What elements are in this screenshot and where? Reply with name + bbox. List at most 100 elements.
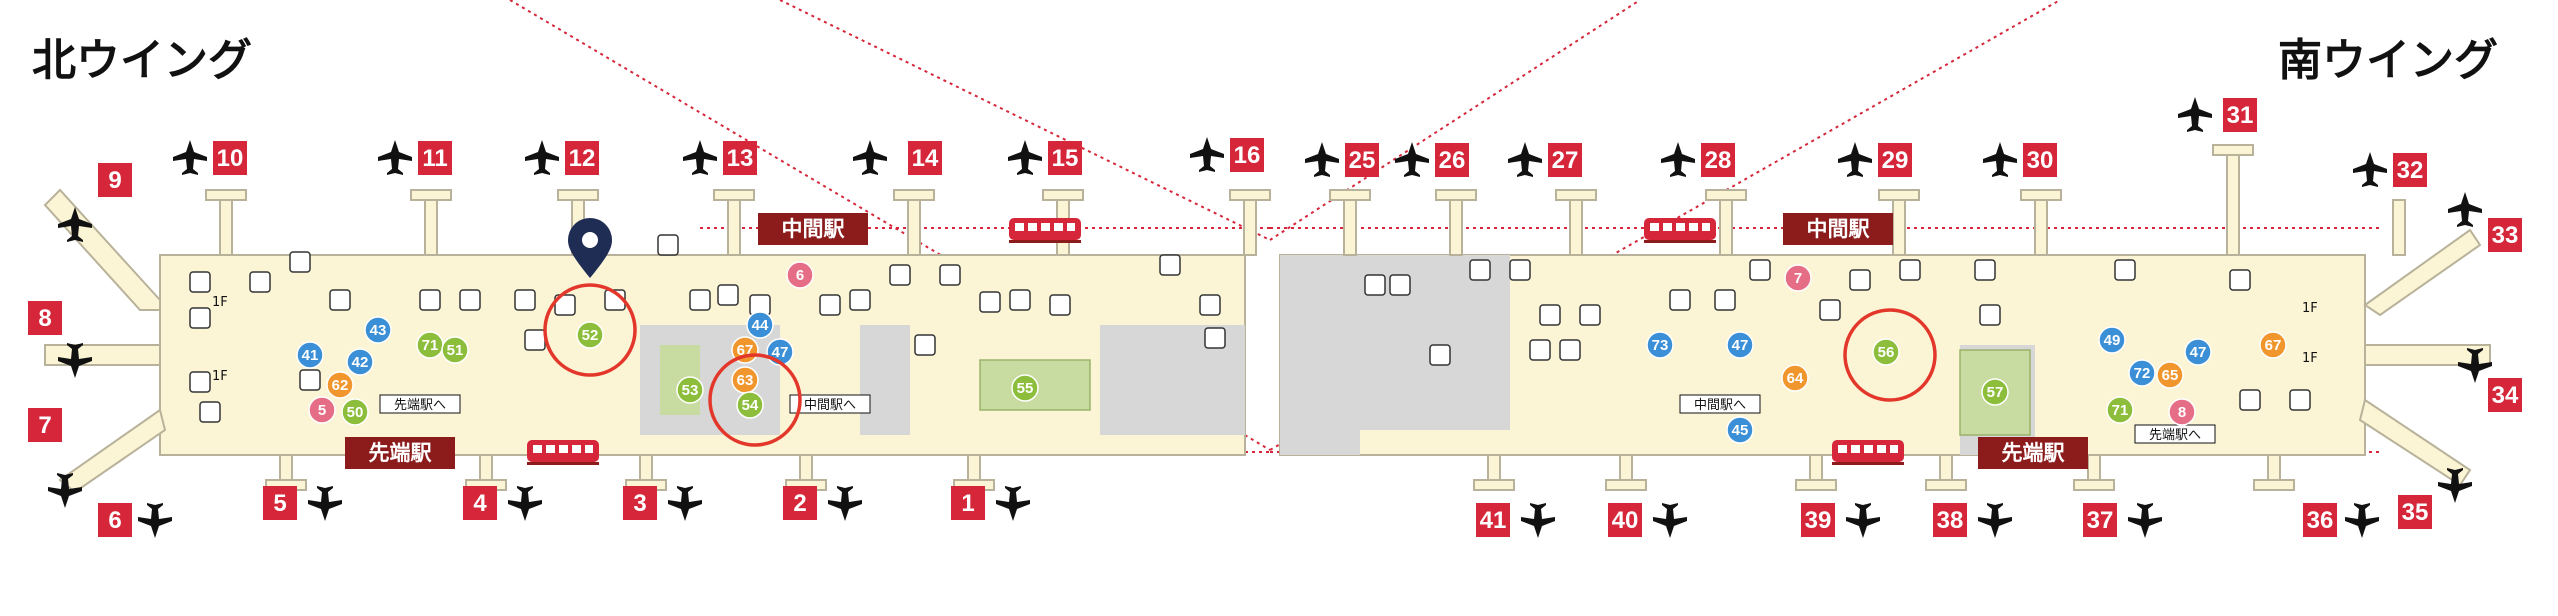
poi-52[interactable]: 52 <box>576 321 604 349</box>
poi-56[interactable]: 56 <box>1872 338 1900 366</box>
poi-62[interactable]: 62 <box>326 371 354 399</box>
gate-8-badge[interactable]: 8 <box>28 301 62 335</box>
poi-71[interactable]: 71 <box>2106 396 2134 424</box>
svg-text:25: 25 <box>1349 147 1376 174</box>
poi-71[interactable]: 71 <box>416 331 444 359</box>
station-middle-north[interactable]: 中間駅 <box>758 213 868 245</box>
poi-53[interactable]: 53 <box>676 376 704 404</box>
gate-29-badge[interactable]: 29 <box>1878 143 1912 177</box>
gate-7-badge[interactable]: 7 <box>28 408 62 442</box>
svg-text:先端駅: 先端駅 <box>2002 441 2066 465</box>
svg-text:71: 71 <box>422 337 439 354</box>
poi-41[interactable]: 41 <box>296 341 324 369</box>
gate-38-badge[interactable]: 38 <box>1933 503 1967 537</box>
gate-11-badge[interactable]: 11 <box>418 141 452 175</box>
station-end-south[interactable]: 先端駅 <box>1978 437 2088 469</box>
gate-6-badge[interactable]: 6 <box>98 503 132 537</box>
svg-text:8: 8 <box>2178 404 2186 421</box>
poi-64[interactable]: 64 <box>1781 364 1809 392</box>
plane-icon <box>2128 503 2162 538</box>
poi-8[interactable]: 8 <box>2168 398 2196 426</box>
station-end-north[interactable]: 先端駅 <box>345 437 455 469</box>
poi-47[interactable]: 47 <box>2184 338 2212 366</box>
gate-13-badge[interactable]: 13 <box>723 141 757 175</box>
gate-1-badge[interactable]: 1 <box>951 486 985 520</box>
poi-42[interactable]: 42 <box>346 348 374 376</box>
poi-51[interactable]: 51 <box>441 336 469 364</box>
gate-28-badge[interactable]: 28 <box>1701 143 1735 177</box>
svg-text:14: 14 <box>912 145 939 172</box>
gate-10-badge[interactable]: 10 <box>213 141 247 175</box>
svg-text:中間駅: 中間駅 <box>782 217 846 241</box>
svg-text:36: 36 <box>2307 507 2334 534</box>
gate-31-badge[interactable]: 31 <box>2223 98 2257 132</box>
plane-icon <box>2353 152 2387 187</box>
poi-65[interactable]: 65 <box>2156 361 2184 389</box>
gate-41-badge[interactable]: 41 <box>1476 503 1510 537</box>
svg-text:53: 53 <box>682 382 699 399</box>
poi-49[interactable]: 49 <box>2098 326 2126 354</box>
poi-47[interactable]: 47 <box>1726 331 1754 359</box>
svg-text:33: 33 <box>2492 222 2519 249</box>
plane-icon <box>173 140 207 175</box>
gate-4-badge[interactable]: 4 <box>463 486 497 520</box>
poi-7[interactable]: 7 <box>1784 264 1812 292</box>
gate-3-badge[interactable]: 3 <box>623 486 657 520</box>
gate-16-badge[interactable]: 16 <box>1230 138 1264 172</box>
gate-25-badge[interactable]: 25 <box>1345 143 1379 177</box>
svg-text:63: 63 <box>737 372 754 389</box>
poi-6[interactable]: 6 <box>786 261 814 289</box>
svg-text:5: 5 <box>318 402 326 419</box>
poi-43[interactable]: 43 <box>364 316 392 344</box>
gate-15-badge[interactable]: 15 <box>1048 141 1082 175</box>
gate-12-badge[interactable]: 12 <box>565 141 599 175</box>
svg-text:44: 44 <box>752 317 769 334</box>
plane-icon <box>668 486 702 521</box>
poi-73[interactable]: 73 <box>1646 331 1674 359</box>
to-end-station-sign-north: 先端駅へ <box>379 394 461 414</box>
svg-text:56: 56 <box>1878 344 1895 361</box>
svg-text:71: 71 <box>2112 402 2129 419</box>
gate-2-badge[interactable]: 2 <box>783 486 817 520</box>
svg-text:27: 27 <box>1552 147 1579 174</box>
poi-55[interactable]: 55 <box>1011 374 1039 402</box>
poi-57[interactable]: 57 <box>1981 378 2009 406</box>
gate-30-badge[interactable]: 30 <box>2023 143 2057 177</box>
gate-40-badge[interactable]: 40 <box>1608 503 1642 537</box>
svg-text:3: 3 <box>633 490 646 517</box>
svg-text:43: 43 <box>370 322 387 339</box>
svg-text:65: 65 <box>2162 367 2179 384</box>
poi-50[interactable]: 50 <box>341 398 369 426</box>
plane-icon <box>996 486 1030 521</box>
train-icon-north-end <box>527 440 599 465</box>
poi-67[interactable]: 67 <box>2259 331 2287 359</box>
svg-text:6: 6 <box>796 267 804 284</box>
svg-text:28: 28 <box>1705 147 1732 174</box>
station-middle-south[interactable]: 中間駅 <box>1783 213 1893 245</box>
location-pin-icon[interactable] <box>568 218 612 278</box>
gate-26-badge[interactable]: 26 <box>1435 143 1469 177</box>
svg-text:6: 6 <box>108 507 121 534</box>
gate-5-badge[interactable]: 5 <box>263 486 297 520</box>
gate-33-badge[interactable]: 33 <box>2488 218 2522 252</box>
poi-63[interactable]: 63 <box>731 366 759 394</box>
plane-icon <box>138 503 172 538</box>
poi-45[interactable]: 45 <box>1726 416 1754 444</box>
gate-39-badge[interactable]: 39 <box>1801 503 1835 537</box>
gate-35-badge[interactable]: 35 <box>2398 495 2432 529</box>
svg-text:4: 4 <box>473 490 487 517</box>
poi-5[interactable]: 5 <box>308 396 336 424</box>
gate-27-badge[interactable]: 27 <box>1548 143 1582 177</box>
gate-37-badge[interactable]: 37 <box>2083 503 2117 537</box>
svg-text:中間駅へ: 中間駅へ <box>1694 398 1746 413</box>
gate-14-badge[interactable]: 14 <box>908 141 942 175</box>
plane-icon <box>1008 140 1042 175</box>
poi-72[interactable]: 72 <box>2128 359 2156 387</box>
gate-34-badge[interactable]: 34 <box>2488 378 2522 412</box>
train-icon-north-middle <box>1009 218 1081 243</box>
gate-32-badge[interactable]: 32 <box>2393 153 2427 187</box>
poi-54[interactable]: 54 <box>736 391 764 419</box>
poi-44[interactable]: 44 <box>746 311 774 339</box>
gate-9-badge[interactable]: 9 <box>98 163 132 197</box>
gate-36-badge[interactable]: 36 <box>2303 503 2337 537</box>
